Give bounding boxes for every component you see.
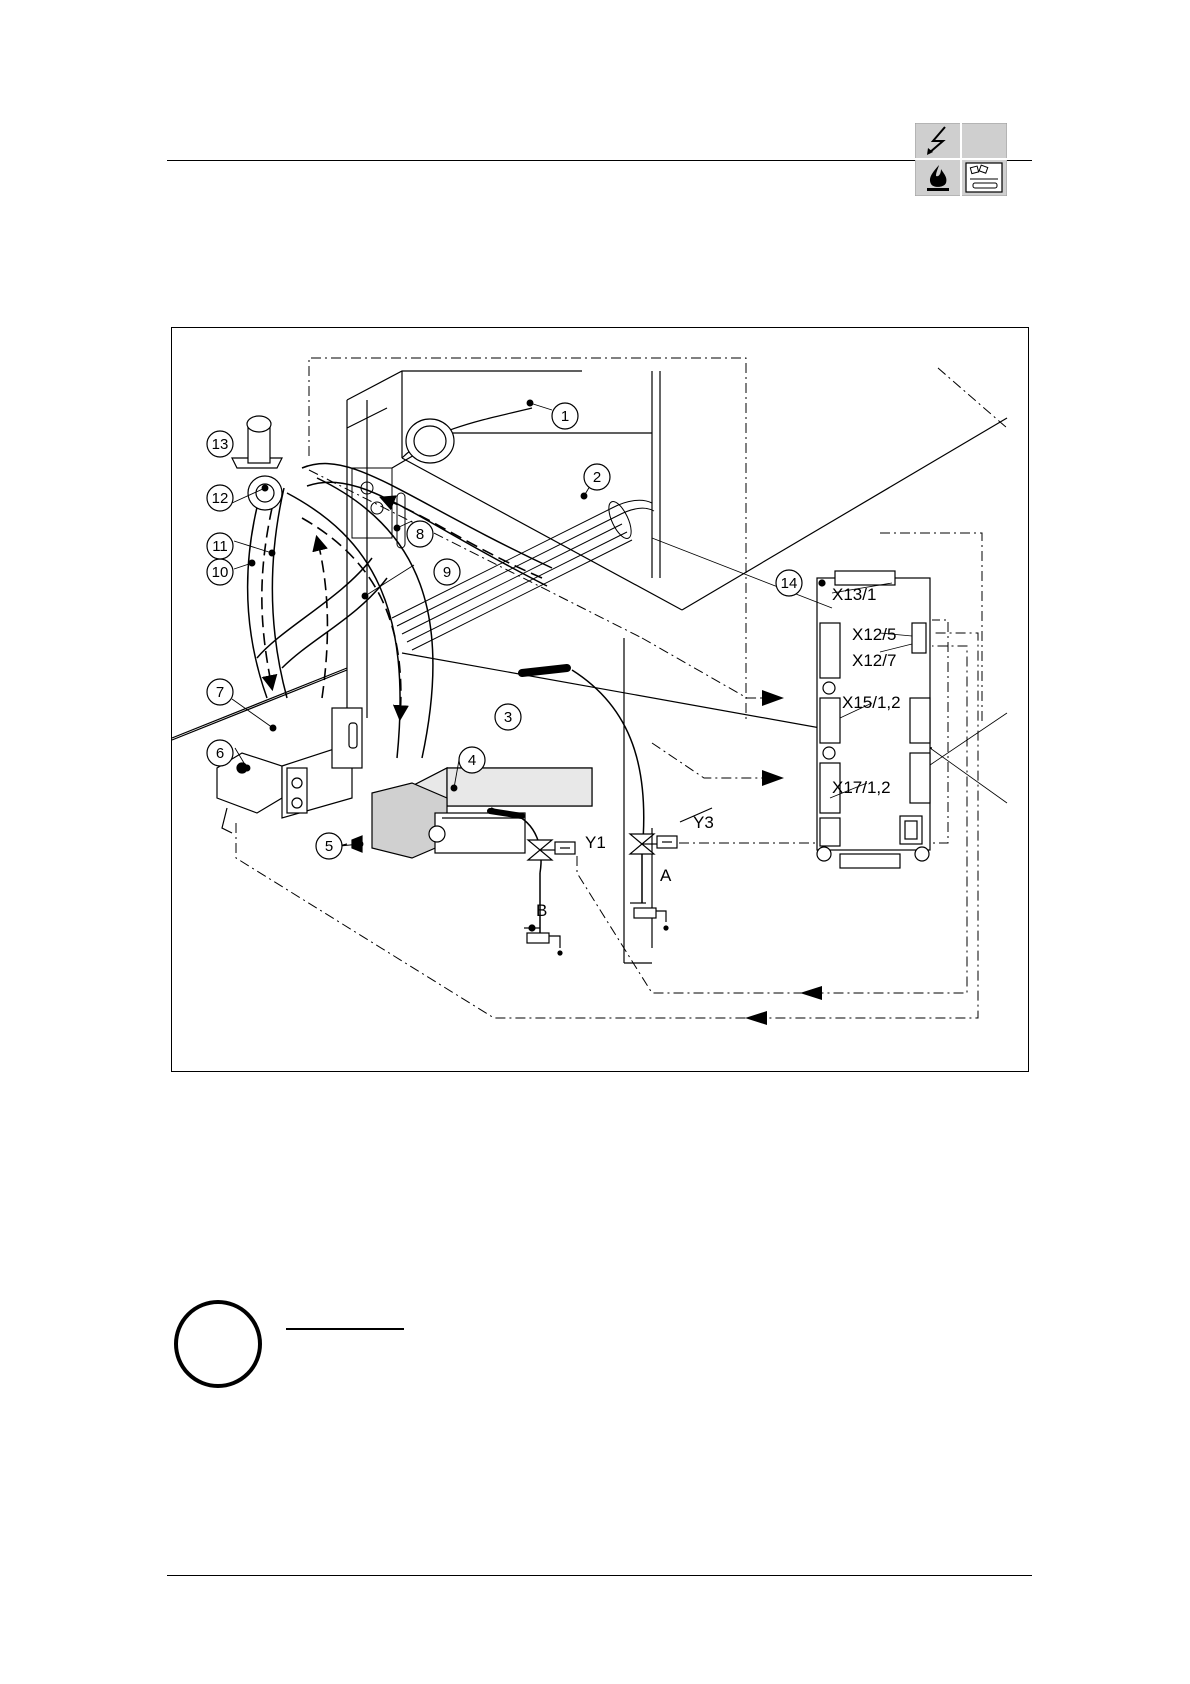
valve-label-y3: Y3	[693, 813, 714, 832]
solenoid-block	[217, 708, 362, 833]
callout-8: 8	[416, 526, 424, 543]
connector-x12-7: X12/7	[852, 651, 896, 670]
control-head	[352, 468, 405, 548]
chimney-outlet	[232, 416, 282, 510]
water-tap-a	[630, 903, 668, 930]
note-heading-underline	[286, 1328, 404, 1330]
schematic-figure: 1 2 3 4 5 6 7 8 9 10 11 12 13 14 X13/1 X…	[171, 327, 1029, 1072]
valve-label-y1: Y1	[585, 833, 606, 852]
control-board	[817, 571, 930, 868]
vent-port	[406, 419, 454, 463]
supply-label-a: A	[660, 866, 672, 885]
callout-2: 2	[593, 469, 601, 486]
callout-5: 5	[325, 838, 333, 855]
component-board-icon	[966, 163, 1002, 192]
callout-11: 11	[212, 538, 228, 555]
callout-4: 4	[468, 752, 476, 769]
callout-1: 1	[561, 408, 569, 425]
water-tap-b	[524, 925, 562, 955]
footer-rule	[167, 1575, 1032, 1576]
valve-y1	[528, 840, 575, 860]
connector-x13-1: X13/1	[832, 585, 876, 604]
connector-x17-1-2: X17/1,2	[832, 778, 891, 797]
supply-label-b: B	[536, 901, 547, 920]
header-rule	[167, 160, 1032, 161]
water-tank	[332, 768, 592, 858]
section-icon-block	[915, 123, 1007, 196]
callout-10: 10	[212, 564, 229, 581]
callout-3: 3	[504, 709, 512, 726]
info-circle-icon	[174, 1300, 262, 1388]
connector-x15-1-2: X15/1,2	[842, 693, 901, 712]
callout-7: 7	[216, 684, 224, 701]
valve-labels: Y1 Y3 A B	[536, 813, 714, 920]
callout-14: 14	[781, 575, 798, 592]
connector-x12-5: X12/5	[852, 625, 896, 644]
callout-9: 9	[443, 564, 451, 581]
callout-6: 6	[216, 745, 224, 762]
callout-13: 13	[212, 436, 229, 453]
callout-12: 12	[212, 490, 229, 507]
